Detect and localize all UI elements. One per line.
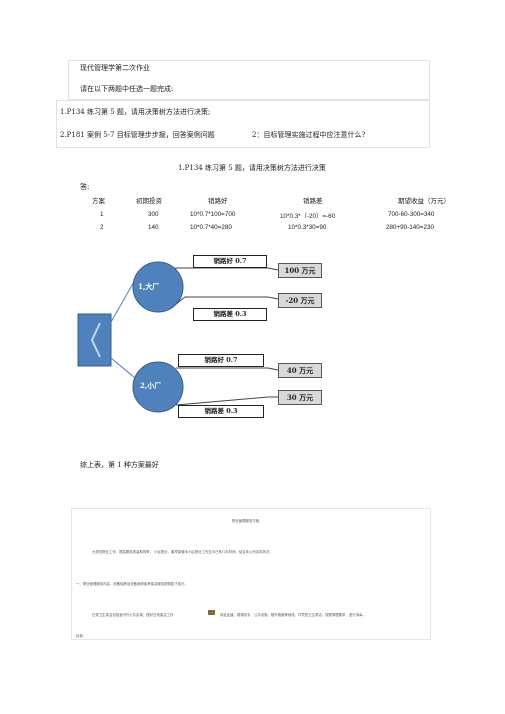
table-cell: 10*0.7*100=700 (190, 211, 236, 218)
embedded-page-line-2: 一、物业管理服务内容、设备保养及设备维修保养保洁服务按照如下执行。 (76, 582, 188, 586)
branch-line-big (110, 279, 136, 323)
page-title: 现代管理学第二次作业 (80, 64, 150, 72)
table-cell: 140 (148, 224, 159, 231)
question-2-suffix: 2：目标管理实施过程中应注意什么? (252, 131, 366, 139)
branch-label-big: 1,大厂 (138, 282, 160, 291)
table-cell: 10*0.7*40=280 (190, 224, 232, 231)
embedded-page-frame (71, 508, 431, 640)
table-cell: 700-60-300=340 (388, 211, 435, 218)
chance-node-big (132, 261, 184, 313)
outcome-line-big-good (175, 267, 279, 271)
prob-label-small-bad: 销路差 0.3 (178, 405, 264, 418)
table-cell: 280+90-140=230 (386, 224, 434, 231)
decision-node-chevron (90, 322, 101, 358)
conclusion-text: 综上表，第 1 种方案最好 (80, 461, 159, 469)
table-cell: 2 (100, 224, 104, 231)
outcome-line-small-bad (175, 396, 278, 406)
table-header-expected: 期望收益（万元） (398, 197, 450, 205)
embedded-page-line-3b: 保证走道、楼梯扶手、公共设施、楼外墙面等地段，环境的卫生清洁，按照清理要求，进行… (220, 613, 366, 617)
question-1: 1.P134 练习第 5 题，请用决策树方法进行决策; (60, 108, 211, 116)
payoff-small-good: 40 万元 (278, 363, 322, 378)
chance-node-small (132, 361, 184, 413)
table-header-investment: 初期投资 (136, 197, 162, 205)
header-frame (68, 60, 430, 100)
section-heading: 1.P134 练习第 5 题，请用决策树方法进行决策 (178, 164, 326, 172)
prob-label-big-bad: 销路差 0.3 (193, 308, 267, 321)
table-header-good: 销路好 (208, 197, 228, 205)
branch-label-small: 2,小厂 (140, 381, 162, 390)
outcome-line-small-good (176, 367, 279, 371)
table-header-bad: 销路差 (303, 197, 323, 205)
payoff-small-bad: 30 万元 (278, 390, 322, 405)
embedded-page-title: 物业管理服务方案 (232, 519, 260, 523)
prob-label-small-good: 销路好 0.7 (178, 354, 264, 367)
table-header-plan: 方案 (92, 197, 105, 205)
payoff-big-bad: -20 万元 (278, 293, 322, 308)
instruction-text: 请在以下两题中任选一题完成: (80, 85, 174, 93)
embedded-page-line-4: 目录。 (76, 634, 87, 638)
questions-frame (56, 100, 430, 148)
embedded-image-icon (208, 610, 215, 615)
decision-node (77, 313, 112, 367)
outcome-line-big-bad (175, 296, 279, 305)
embedded-page-line-3: 日常卫生保洁包括室内外公共区域，做好日常保洁工作 (92, 613, 174, 617)
prob-label-big-good: 销路好 0.7 (193, 255, 267, 268)
table-cell: 10*0.3*（-20）=-60 (280, 213, 336, 220)
embedded-page-line-1: 为规范物业工作，提高服务质量和效率， 小区物业，最早接管本小区物业工作至今已有几… (92, 550, 273, 554)
table-cell: 300 (148, 211, 159, 218)
question-2-prefix: 2.P181 案例 5-7 目标管理步步掘，回答案例问题 (60, 131, 215, 139)
table-cell: 1 (100, 211, 104, 218)
payoff-big-good: 100 万元 (278, 263, 322, 278)
table-cell: 10*0.3*30=90 (288, 224, 327, 231)
answer-label: 答: (80, 183, 90, 191)
branch-line-small (110, 357, 136, 379)
